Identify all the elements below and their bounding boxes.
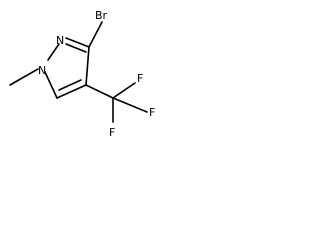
atom-f-bottom-label: F [109,126,115,139]
atom-f-top-label: F [137,72,143,85]
bond-cf3-f-right [112,97,148,113]
bond-c4-c5-inner [58,79,82,91]
bond-group [9,21,148,123]
bond-n1-n2 [47,43,60,61]
chemical-structure-diagram: N N Br F F F [9,9,155,139]
bond-c4-cf3 [85,84,114,99]
bond-c4-c5 [56,84,87,99]
bond-c3-br [88,21,103,48]
bond-c5-n1 [44,71,58,99]
atom-br-label: Br [95,9,108,22]
bond-n2-c3-inner [65,43,87,53]
bond-c3-c4 [85,46,90,86]
atom-f-right-label: F [149,106,155,119]
bond-methyl-n1 [9,68,39,86]
bond-n2-c3 [65,37,90,48]
atom-n1-label: N [38,64,46,77]
atom-n2-label: N [56,34,64,47]
bond-cf3-f-top [112,82,136,99]
